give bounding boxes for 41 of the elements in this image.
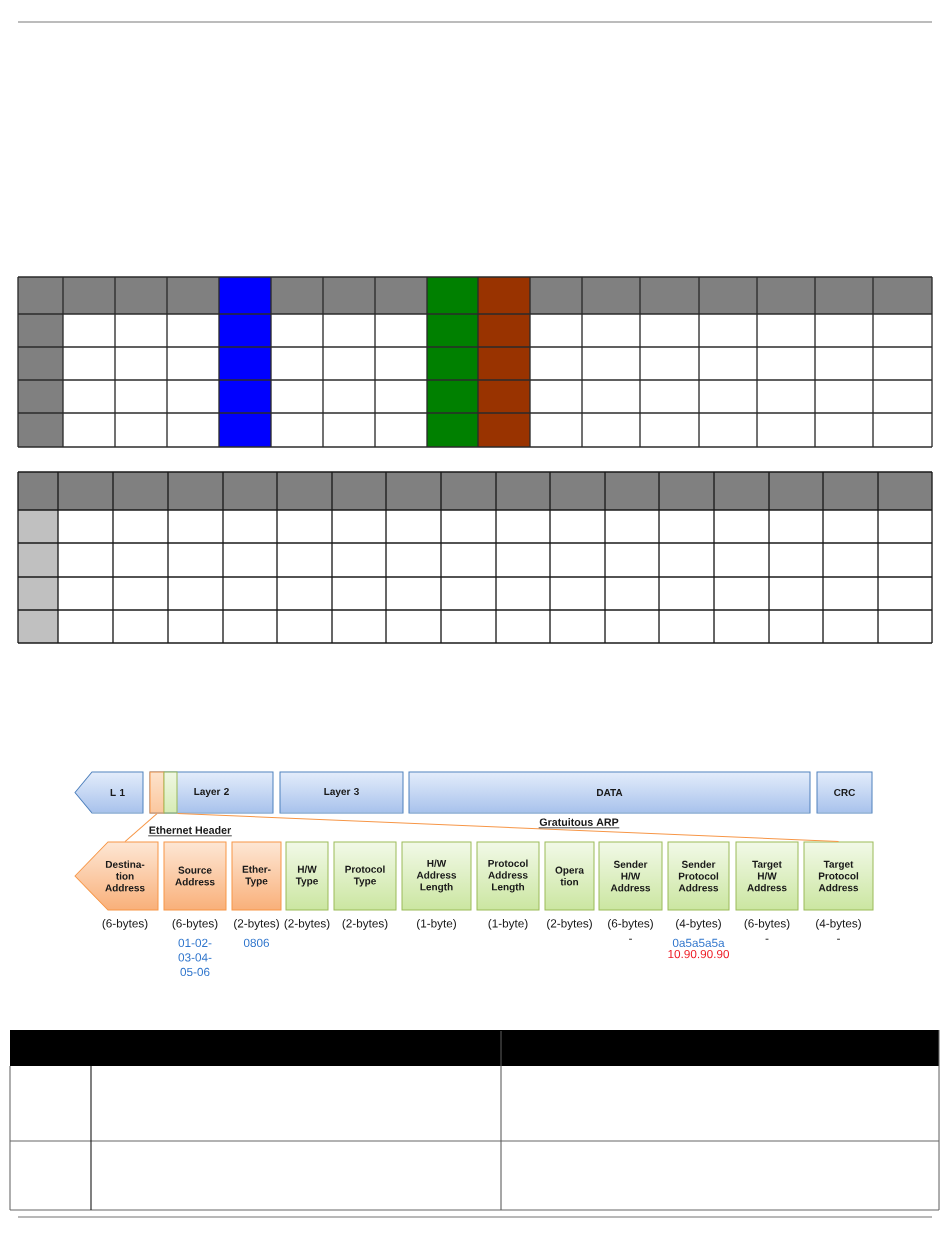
section-heading: Ethernet Header (147, 824, 233, 837)
arp-field-box: Protocol Type (333, 841, 397, 911)
layer-box: DATA (408, 771, 811, 814)
header-field-box: Ether-Type (231, 841, 282, 911)
arp-field-box: Sender H/W Address (598, 841, 663, 911)
arp-field-box: Target Protocol Address (803, 841, 874, 911)
byte-count-label: (2-bytes) (284, 918, 330, 930)
arp-field-box: H/W Address Length (401, 841, 472, 911)
arp-field-box: H/W Type (285, 841, 329, 911)
byte-count-label: (6-bytes) (608, 918, 653, 930)
byte-count-label: (2-bytes) (547, 918, 592, 930)
field-marker-box (163, 771, 178, 814)
field-value-label: 01-02-03-04-05-06 (178, 938, 212, 977)
field-value-label: - (837, 938, 840, 940)
byte-count-label: (6-bytes) (172, 918, 218, 930)
byte-count-label: (6-bytes) (744, 918, 790, 930)
section-heading: Gratuitous ARP (537, 816, 621, 829)
arp-field-box: Target H/W Address (735, 841, 799, 911)
arp-field-box: Sender Protocol Address (667, 841, 730, 911)
pointed-layer-box: L 1 (74, 771, 144, 814)
field-value-label: - (765, 938, 769, 940)
header-field-box: Source Address (163, 841, 227, 911)
field-value-label: - (629, 938, 632, 940)
layer-box: Layer 3 (279, 771, 404, 814)
byte-count-label: (6-bytes) (102, 918, 148, 930)
byte-count-label: (1-byte) (488, 918, 528, 930)
field-value-label: 0a5a5a5a (672, 938, 725, 948)
pointed-field-box: Destina-tion Address (74, 841, 159, 911)
byte-count-label: (2-bytes) (234, 918, 279, 930)
field-value-label: 10.90.90.90 (668, 949, 730, 959)
layer-box: CRC (816, 771, 873, 814)
byte-count-label: (4-bytes) (816, 918, 861, 930)
byte-count-label: (4-bytes) (676, 918, 721, 930)
leader-line (124, 813, 158, 843)
arp-field-box: Opera tion (544, 841, 595, 911)
field-value-label: 0806 (243, 938, 269, 948)
leader-line (177, 813, 839, 842)
byte-count-label: (1-byte) (417, 918, 456, 930)
field-marker-box (149, 771, 165, 814)
arp-field-box: Protocol Address Length (476, 841, 540, 911)
byte-count-label: (2-bytes) (342, 918, 388, 930)
